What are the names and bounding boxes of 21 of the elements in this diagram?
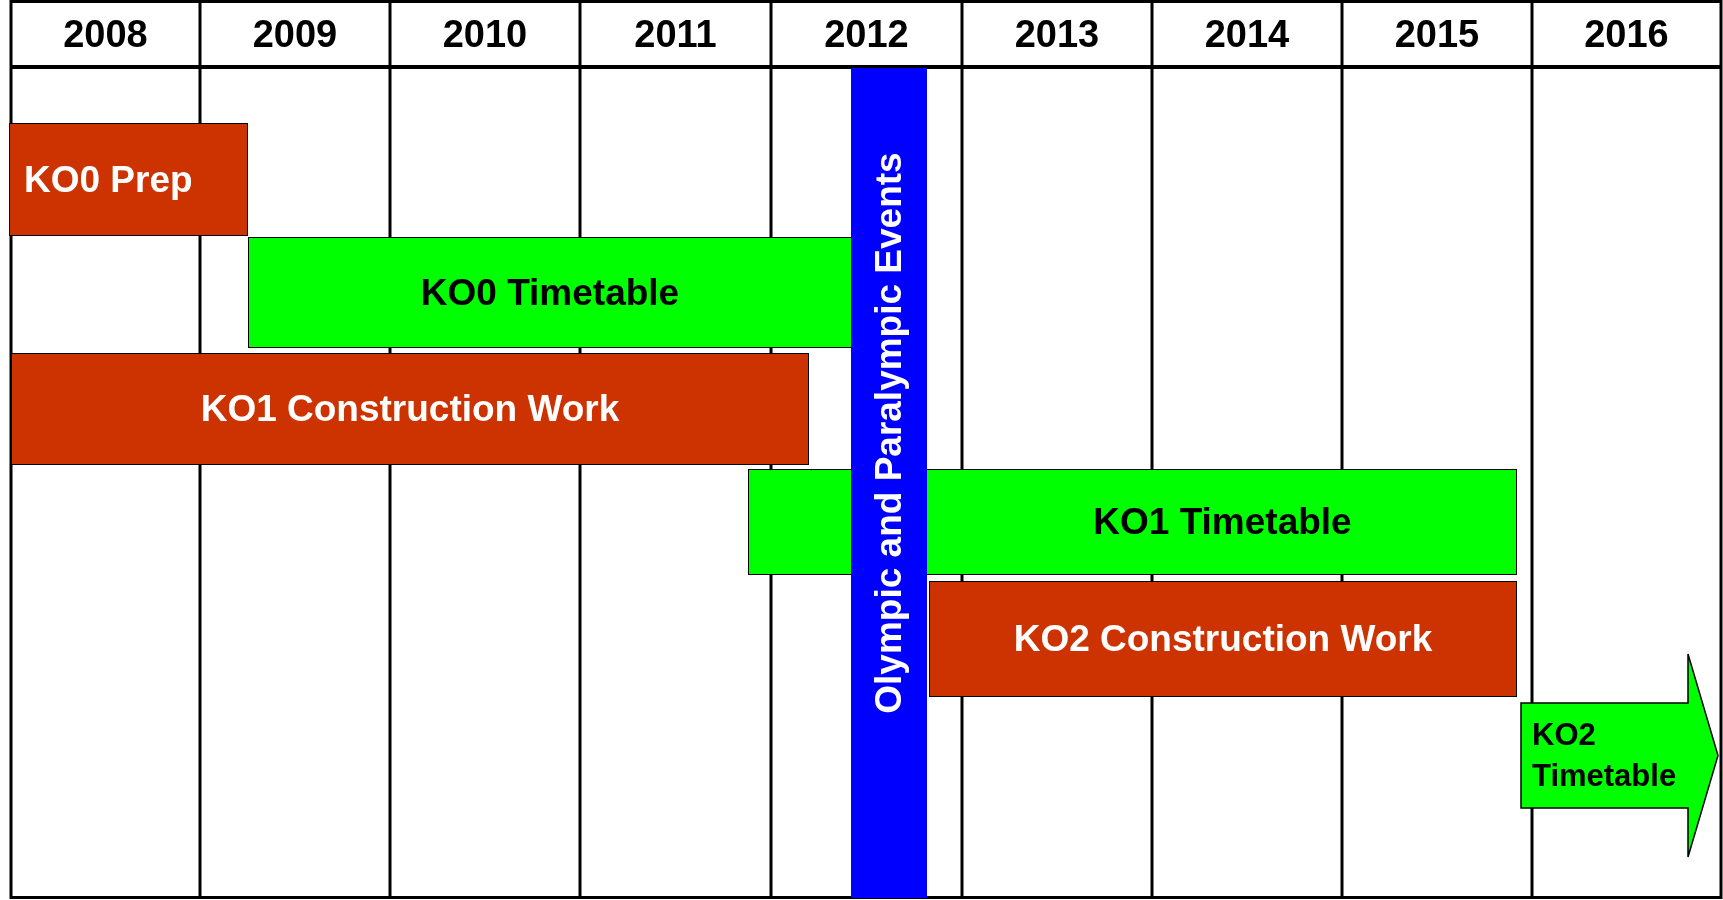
bar-label: Olympic and Paralympic Events [868, 152, 910, 714]
year-label: 2013 [1013, 11, 1101, 57]
year-label: 2010 [441, 11, 529, 57]
year-label: 2015 [1393, 11, 1481, 57]
event-band [851, 68, 927, 898]
task-bar [11, 353, 809, 465]
bar-label: KO1 Construction Work [200, 388, 620, 430]
task-bar [929, 581, 1517, 697]
bar-label: KO2 Construction Work [1013, 618, 1433, 660]
bar-label: KO2 Timetable [1532, 716, 1678, 795]
year-label: 2009 [251, 11, 339, 57]
bar-label: KO1 Timetable [1093, 501, 1352, 543]
year-label: 2008 [62, 11, 149, 57]
task-bar [248, 237, 852, 348]
year-label: 2014 [1203, 11, 1291, 57]
year-label: 2012 [823, 11, 910, 57]
year-label: 2016 [1583, 11, 1670, 57]
bar-label: KO0 Timetable [420, 271, 680, 314]
bar-label: KO0 Prep [24, 158, 193, 201]
task-bar [9, 123, 248, 236]
year-label: 2011 [633, 11, 718, 57]
